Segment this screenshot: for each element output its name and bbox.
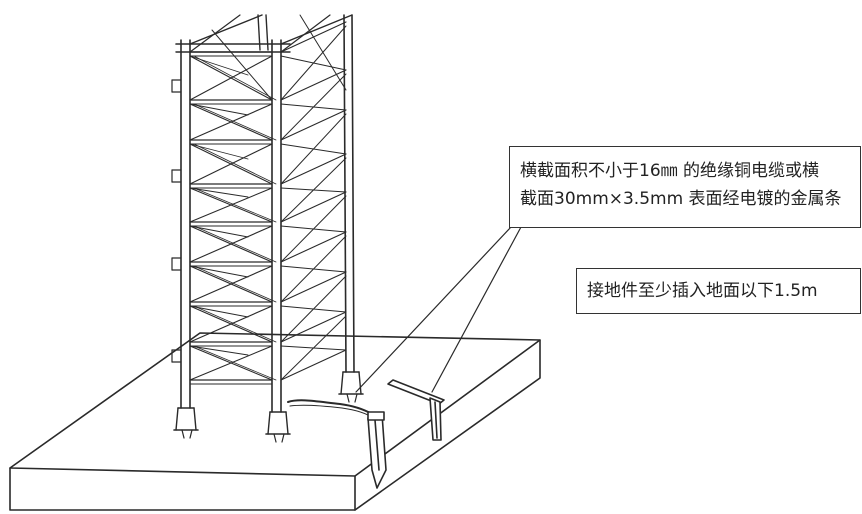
ground-electrode bbox=[387, 379, 445, 441]
concrete-foundation bbox=[9, 332, 541, 511]
callout-conductor-spec-line2: 截面30mm×3.5mm 表面经电镀的金属条 bbox=[520, 189, 842, 209]
callout-conductor-spec-line1: 横截面积不小于16㎜ 的绝缘铜电缆或横 bbox=[520, 161, 820, 181]
callout-ground-rod-depth: 接地件至少插入地面以下1.5m bbox=[576, 268, 861, 314]
ground-rod-installed bbox=[367, 411, 387, 489]
callout-conductor-spec: 横截面积不小于16㎜ 的绝缘铜电缆或横 截面30mm×3.5mm 表面经电镀的金… bbox=[509, 146, 861, 228]
tower-mast-section bbox=[171, 14, 364, 443]
callout-ground-rod-depth-text: 接地件至少插入地面以下1.5m bbox=[587, 281, 818, 301]
leader-lines bbox=[355, 226, 522, 393]
grounding-cable bbox=[287, 399, 374, 419]
